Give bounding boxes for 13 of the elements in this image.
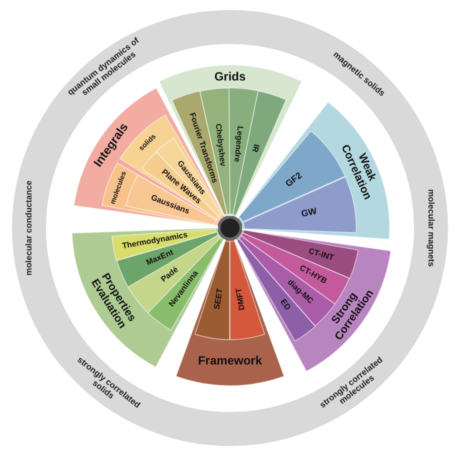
group-heading: Framework	[198, 354, 262, 368]
segment-label: IR	[250, 142, 260, 153]
application-label: molecular magnets	[426, 188, 436, 269]
segment-label: DMFT	[235, 287, 248, 311]
segment-label: SEET	[212, 288, 224, 310]
segment-label: GW	[300, 206, 317, 219]
segment-label: ED	[278, 298, 292, 312]
segment-label: Chebyshev	[214, 122, 228, 166]
segment-label: Legendre	[232, 126, 244, 163]
segment-label: CT-INT	[308, 247, 335, 263]
segment-label: GF2	[284, 170, 304, 189]
group-heading: Grids	[214, 70, 246, 84]
application-label: molecular conductance	[24, 180, 34, 278]
